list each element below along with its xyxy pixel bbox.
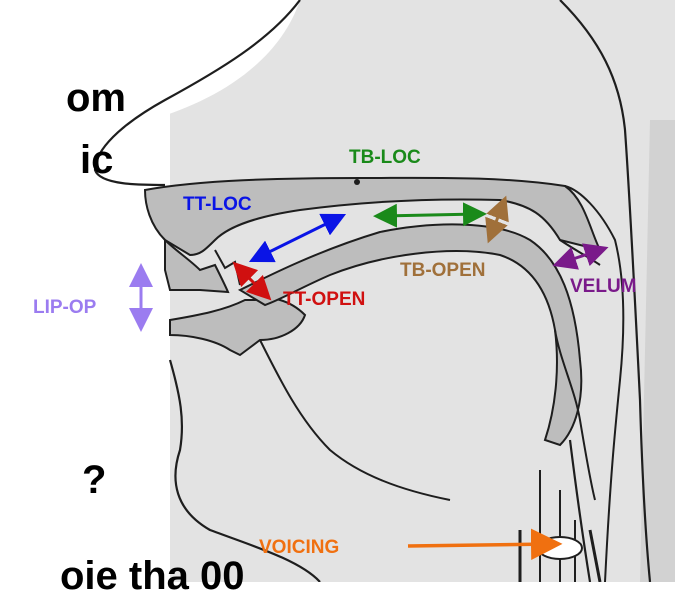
lip-op-label: LIP-OP: [33, 297, 97, 318]
voicing-label: VOICING: [259, 537, 339, 558]
slide-text-fragment-3: ?: [82, 460, 106, 500]
velum-label: VELUM: [570, 276, 637, 297]
vocal-tract-diagram: TT-LOC TB-LOC TB-OPEN TT-OPEN LIP-OP VEL…: [0, 0, 675, 582]
tb-loc-label: TB-LOC: [349, 147, 421, 168]
slide-text-fragment-4: oie tha 00: [60, 556, 245, 596]
slide-text-fragment-1: om: [66, 78, 126, 118]
voicing-arrow: [408, 544, 552, 546]
tb-open-label: TB-OPEN: [400, 260, 486, 281]
tt-open-label: TT-OPEN: [283, 289, 365, 310]
tt-loc-label: TT-LOC: [183, 194, 252, 215]
slide-text-fragment-2: ic: [80, 140, 113, 180]
tb-loc-arrow: [382, 214, 478, 216]
